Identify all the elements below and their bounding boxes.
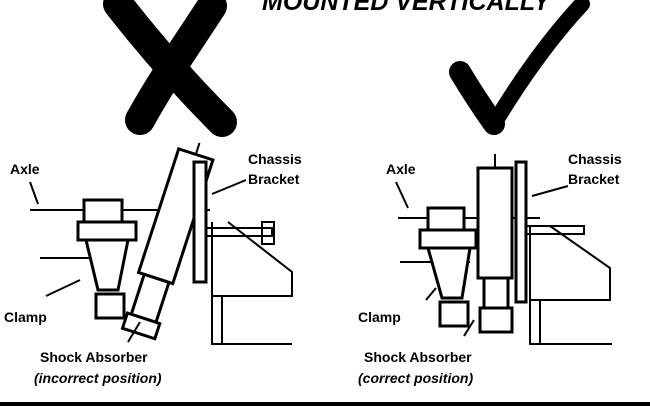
leader-lines [395, 181, 569, 337]
correct-mounting-panel: Axle Chassis Bracket Clamp Shock Absorbe… [358, 151, 622, 386]
shock-absorber-vertical [476, 154, 514, 334]
shock-absorber-label: Shock Absorber [40, 349, 148, 365]
axle-clamp [418, 206, 478, 328]
chassis-frame [211, 221, 293, 345]
cross-mark-icon [103, 0, 237, 137]
position-caption: (incorrect position) [34, 370, 162, 386]
shock-absorber-label: Shock Absorber [364, 349, 472, 365]
axle-clamp [76, 198, 138, 320]
axle-label: Axle [386, 161, 416, 177]
position-caption: (correct position) [358, 370, 473, 386]
chassis-frame [529, 225, 612, 345]
check-mark-icon [449, 0, 590, 135]
axle-label: Axle [10, 161, 40, 177]
chassis-label: Chassis [568, 151, 622, 167]
incorrect-mounting-panel: Axle Chassis Bracket Clamp Shock Absorbe… [4, 142, 302, 386]
clamp-label: Clamp [358, 309, 401, 325]
leader-lines [29, 179, 247, 343]
bracket-label: Bracket [568, 171, 620, 187]
chassis-label: Chassis [248, 151, 302, 167]
chassis-bracket [192, 160, 275, 284]
clamp-label: Clamp [4, 309, 47, 325]
chassis-bracket [514, 160, 585, 304]
bracket-label: Bracket [248, 171, 300, 187]
diagram-title: MOUNTED VERTICALLY [262, 0, 552, 16]
